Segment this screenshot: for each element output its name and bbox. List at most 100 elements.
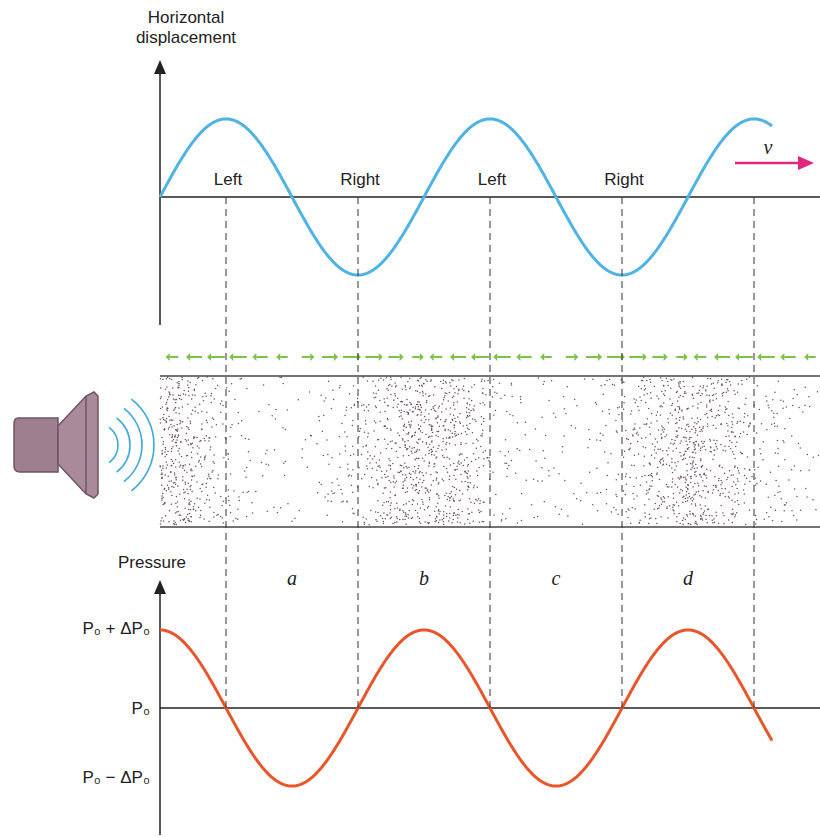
air-molecule: [680, 440, 682, 442]
air-molecule: [196, 497, 198, 499]
air-molecule: [458, 379, 460, 381]
air-molecule: [603, 394, 605, 396]
air-molecule: [173, 482, 175, 484]
air-molecule: [467, 427, 469, 429]
air-molecule: [445, 408, 447, 410]
air-molecule: [220, 411, 222, 413]
air-molecule: [451, 379, 453, 381]
air-molecule: [362, 446, 364, 448]
air-molecule: [719, 465, 721, 467]
air-molecule: [163, 489, 165, 491]
air-molecule: [717, 382, 719, 384]
air-molecule: [165, 422, 167, 424]
air-molecule: [489, 457, 491, 459]
air-molecule: [684, 476, 686, 478]
air-molecule: [206, 435, 208, 437]
air-molecule: [347, 468, 349, 470]
air-molecule: [443, 524, 445, 526]
air-molecule: [175, 442, 177, 444]
air-molecule: [533, 517, 535, 519]
air-molecule: [196, 437, 198, 439]
air-molecule: [179, 493, 181, 495]
air-molecule: [777, 492, 779, 494]
air-molecule: [197, 377, 199, 379]
air-molecule: [391, 440, 393, 442]
air-molecule: [168, 428, 170, 430]
air-molecule: [449, 430, 451, 432]
air-molecule: [205, 455, 207, 457]
air-molecule: [331, 482, 333, 484]
air-molecule: [230, 512, 232, 514]
air-molecule: [656, 473, 658, 475]
air-molecule: [692, 465, 694, 467]
air-molecule: [729, 381, 731, 383]
air-molecule: [194, 436, 196, 438]
air-molecule: [320, 394, 322, 396]
air-molecule: [537, 480, 539, 482]
air-molecule: [402, 474, 404, 476]
air-molecule: [185, 439, 187, 441]
air-molecule: [416, 451, 418, 453]
air-molecule: [800, 510, 802, 512]
air-molecule: [643, 377, 645, 379]
air-molecule: [733, 474, 735, 476]
air-molecule: [353, 513, 355, 515]
air-molecule: [372, 458, 374, 460]
air-molecule: [697, 403, 699, 405]
air-molecule: [721, 384, 723, 386]
air-molecule: [770, 472, 772, 474]
air-molecule: [404, 480, 406, 482]
air-molecule: [694, 449, 696, 451]
air-molecule: [677, 461, 679, 463]
air-molecule: [408, 455, 410, 457]
air-molecule: [339, 436, 341, 438]
air-molecule: [285, 461, 287, 463]
air-molecule: [729, 470, 731, 472]
air-molecule: [690, 513, 692, 515]
air-molecule: [390, 468, 392, 470]
air-molecule: [700, 460, 702, 462]
air-molecule: [387, 514, 389, 516]
air-molecule: [339, 385, 341, 387]
air-molecule: [169, 378, 171, 380]
air-molecule: [406, 477, 408, 479]
air-molecule: [670, 379, 672, 381]
air-molecule: [391, 448, 393, 450]
air-molecule: [400, 464, 402, 466]
air-molecule: [702, 513, 704, 515]
air-molecule: [714, 417, 716, 419]
air-molecule: [462, 511, 464, 513]
air-molecule: [452, 397, 454, 399]
air-molecule: [178, 511, 180, 513]
air-molecule: [412, 411, 414, 413]
air-molecule: [664, 428, 666, 430]
air-molecule: [727, 388, 729, 390]
air-molecule: [440, 419, 442, 421]
air-molecule: [180, 421, 182, 423]
air-molecule: [169, 434, 171, 436]
air-molecule: [199, 403, 201, 405]
air-molecule: [700, 515, 702, 517]
air-molecule: [617, 474, 619, 476]
air-molecule: [414, 432, 416, 434]
air-molecule: [248, 451, 250, 453]
air-molecule: [435, 418, 437, 420]
air-molecule: [766, 429, 768, 431]
air-molecule: [408, 413, 410, 415]
air-molecule: [454, 487, 456, 489]
air-molecule: [666, 434, 668, 436]
air-molecule: [237, 519, 239, 521]
air-molecule: [403, 485, 405, 487]
air-molecule: [327, 494, 329, 496]
air-molecule: [431, 451, 433, 453]
air-molecule: [707, 509, 709, 511]
air-molecule: [209, 437, 211, 439]
air-molecule: [453, 512, 455, 514]
air-molecule: [447, 400, 449, 402]
air-molecule: [660, 462, 662, 464]
air-molecule: [395, 442, 397, 444]
air-molecule: [677, 406, 679, 408]
air-molecule: [729, 497, 731, 499]
air-molecule: [782, 440, 784, 442]
air-molecule: [634, 428, 636, 430]
